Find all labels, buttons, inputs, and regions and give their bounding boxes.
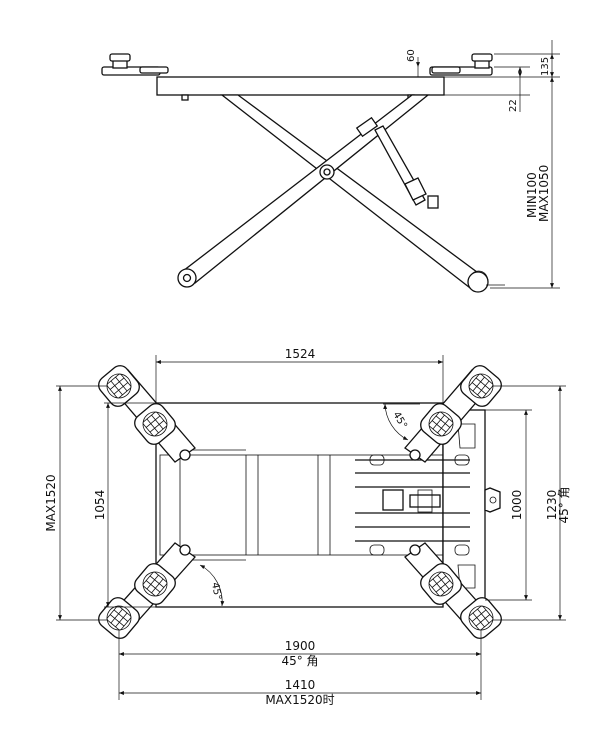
dim-60-label: 60 — [406, 49, 417, 62]
handle — [484, 487, 501, 513]
angle-lower-label: 45° — [209, 582, 223, 601]
dim-1524-label: 1524 — [285, 347, 316, 361]
side-pad-left — [101, 53, 169, 76]
dim-1410-label: 1410 — [285, 678, 316, 692]
scissor-arm-b — [182, 94, 430, 284]
dim-1900-label: 1900 — [285, 639, 316, 653]
dim-1410-note: MAX1520时 — [265, 693, 334, 707]
side-view: 60 22 135 MIN100 MAX1050 — [101, 40, 560, 293]
platform-side — [156, 76, 445, 96]
dim-1054-label: 1054 — [93, 490, 107, 521]
top-view: 45° 45° 1524 MAX1520 1054 1000 1230 45° … — [44, 347, 571, 707]
dim-1900-note: 45° 角 — [281, 654, 318, 668]
side-dimensions — [416, 40, 560, 289]
dim-22-label: 22 — [508, 99, 519, 112]
right-roller — [467, 271, 489, 293]
dim-135-label: 135 — [540, 57, 551, 76]
dim-min-label: MIN100 — [525, 172, 539, 218]
side-pad-right — [429, 53, 493, 76]
dim-1230-note: 45° 角 — [557, 486, 571, 523]
angle-arc-upper — [383, 403, 409, 441]
angle-arc-lower — [199, 564, 225, 607]
scissor-arm-a — [220, 94, 486, 292]
left-roller — [177, 268, 197, 288]
dim-max-label: MAX1050 — [537, 165, 551, 222]
center-pivot — [319, 164, 335, 180]
dim-1000-label: 1000 — [510, 490, 524, 521]
dim-max1520-label: MAX1520 — [44, 474, 58, 531]
dim-1230-label: 1230 — [545, 490, 559, 521]
